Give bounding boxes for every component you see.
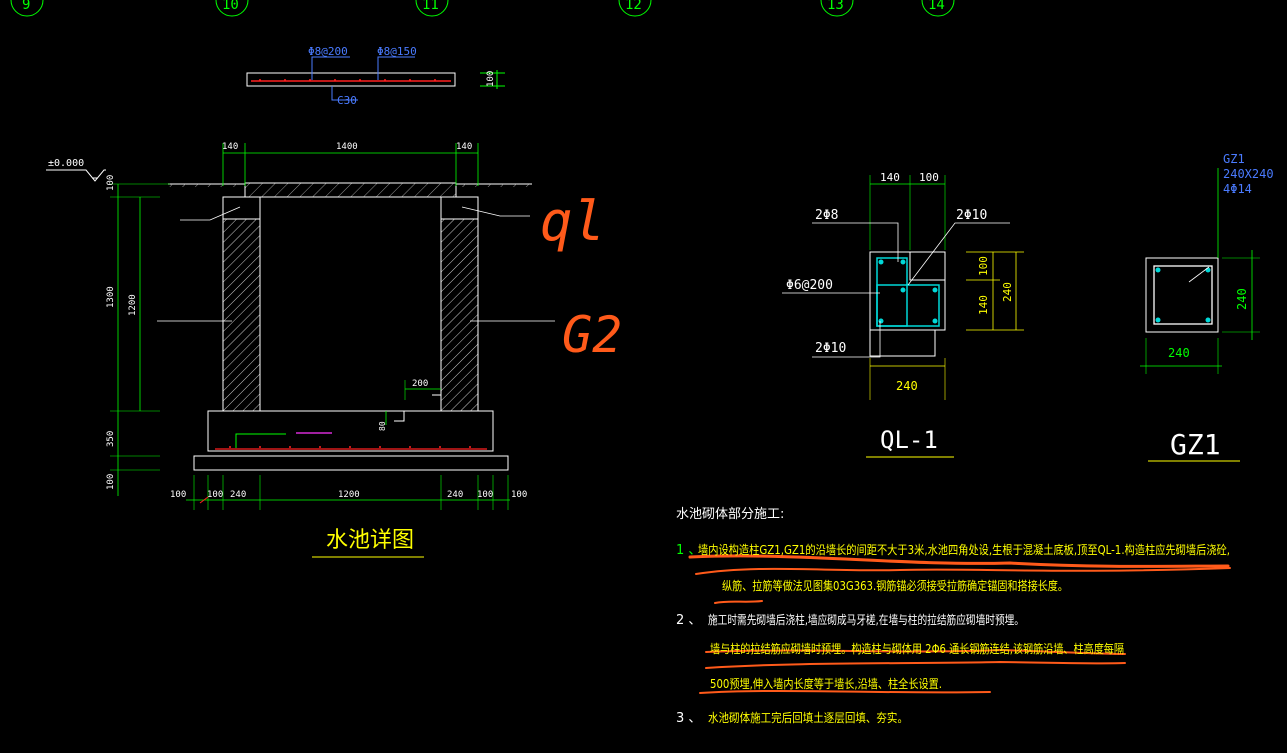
grid-bubble-11: [415, 0, 449, 17]
notes-heading: 水池砌体部分施工:: [676, 507, 784, 522]
dim-bottom-2: 100: [207, 490, 223, 500]
pool-ring-beam-left: [222, 196, 261, 220]
ql1-bottom-bar: 2Φ10: [815, 341, 846, 356]
gz1-dim-h: 240: [1235, 288, 1249, 310]
pool-wall-right: [440, 218, 479, 412]
dim-top-right: 140: [456, 142, 472, 152]
note-2-line-3: 500预埋,伸入墙内长度等于墙长,沿墙、柱全长设置.: [710, 676, 942, 691]
dim-top-left: 140: [222, 142, 238, 152]
pool-base-slab: [207, 410, 494, 452]
gz1-title: GZ1: [1170, 428, 1221, 461]
annotation-ql: ql: [540, 190, 605, 253]
grid-label-13: 13: [827, 0, 844, 13]
note-2-line-1: 施工时需先砌墙后浇柱,墙应砌成马牙槎,在墙与柱的拉结筋应砌墙时预埋。: [708, 612, 1024, 627]
note-3-number: 3 、: [676, 711, 701, 726]
ql1-dim-top-a: 140: [880, 171, 900, 184]
slab-concrete-label: C30: [337, 94, 357, 107]
dim-bottom-4: 1200: [338, 490, 360, 500]
ql1-title: QL-1: [880, 426, 938, 454]
note-1-line-2: 纵筋、拉筋等做法见图集03G363.钢筋锚必须接受拉筋确定锚固和搭接长度。: [722, 578, 1068, 593]
note-2-number: 2 、: [676, 613, 701, 628]
pool-section: ±0.000 140 1400 140 100 1300 350 100 120…: [46, 142, 555, 558]
grid-label-11: 11: [422, 0, 439, 13]
note-1-number: 1 、: [676, 543, 701, 558]
ql1-dim-right-a: 100: [977, 256, 990, 276]
gz1-dim-w: 240: [1168, 346, 1190, 360]
underline-note1b: [695, 567, 1231, 575]
pool-cover-slab: [244, 182, 457, 198]
dim-bottom-7: 100: [511, 490, 527, 500]
note-1-line-1: 墙内设构造柱GZ1,GZ1的沿墙长的间距不大于3米,水池四角处设,生根于混凝土底…: [698, 542, 1230, 557]
slab-outline: [246, 72, 456, 87]
grid-bubbles: [10, 0, 955, 17]
gz1-outline: [1145, 257, 1219, 333]
grid-bubble-9: [10, 0, 44, 17]
elevation-label: ±0.000: [48, 158, 84, 169]
dim-bottom-3: 240: [230, 490, 246, 500]
dim-left-inner: 1200: [128, 294, 138, 316]
grid-label-12: 12: [625, 0, 642, 13]
ql1-dim-top-b: 100: [919, 171, 939, 184]
dim-left-1: 100: [106, 175, 116, 191]
dim-left-4: 100: [106, 474, 116, 490]
grid-label-10: 10: [222, 0, 239, 13]
gz1-label-size: 240X240: [1223, 167, 1274, 181]
ql1-top-bar-right: 2Φ10: [956, 208, 987, 223]
dim-left-2: 1300: [106, 286, 116, 308]
gz1-label-bars: 4Φ14: [1223, 182, 1252, 196]
ql1-section: 140 100 2Φ8 2Φ10 Φ6@200 2Φ10 100 140 240: [782, 171, 1024, 458]
gz1-label-name: GZ1: [1223, 152, 1245, 166]
slab-thickness-label: 100: [486, 71, 496, 87]
pool-cushion: [193, 455, 509, 471]
grid-bubble-12: [618, 0, 652, 17]
ql1-dim-right-b: 140: [977, 295, 990, 315]
slab-rebar-b-label: Φ8@150: [377, 45, 417, 58]
gz1-section: GZ1 240X240 4Φ14 240 240 GZ1: [1140, 152, 1274, 462]
slab-rebar-a-label: Φ8@200: [308, 45, 348, 58]
dim-step: 200: [412, 379, 428, 389]
dim-bottom-1: 100: [170, 490, 186, 500]
annotation-gz: G2: [562, 306, 622, 364]
grid-bubble-10: [215, 0, 249, 17]
grid-bubble-13: [820, 0, 854, 17]
dim-bottom-6: 100: [477, 490, 493, 500]
grid-bubble-14: [921, 0, 955, 17]
grid-label-14: 14: [928, 0, 945, 13]
ql1-top-bar-left: 2Φ8: [815, 208, 838, 223]
pool-wall-left: [222, 218, 261, 412]
underline-note1a: [688, 554, 1230, 568]
grid-label-9: 9: [22, 0, 30, 13]
note-2-line-2: 墙与柱的拉结筋应砌墙时预埋。构造柱与砌体用 2Φ6 通长钢筋连结,该钢筋沿墙、柱…: [710, 641, 1124, 656]
pool-detail-title: 水池详图: [326, 528, 414, 553]
pool-ring-beam-right: [440, 196, 479, 220]
handwritten-annotations: ql G2: [540, 190, 1231, 694]
dim-bottom-5: 240: [447, 490, 463, 500]
slab-detail: Φ8@200 Φ8@150 C30 100: [246, 45, 505, 107]
note-3-line-1: 水池砌体施工完后回填土逐层回填、夯实。: [708, 710, 908, 725]
ql1-dim-width: 240: [896, 379, 918, 393]
ql1-dim-total-h: 240: [1001, 282, 1014, 302]
ql1-stirrup: Φ6@200: [786, 278, 833, 293]
dim-left-3: 350: [106, 431, 116, 447]
construction-notes: 水池砌体部分施工: 1 、 墙内设构造柱GZ1,GZ1的沿墙长的间距不大于3米,…: [676, 507, 1230, 726]
dim-top-middle: 1400: [336, 142, 358, 152]
dim-step-h: 80: [378, 421, 387, 431]
